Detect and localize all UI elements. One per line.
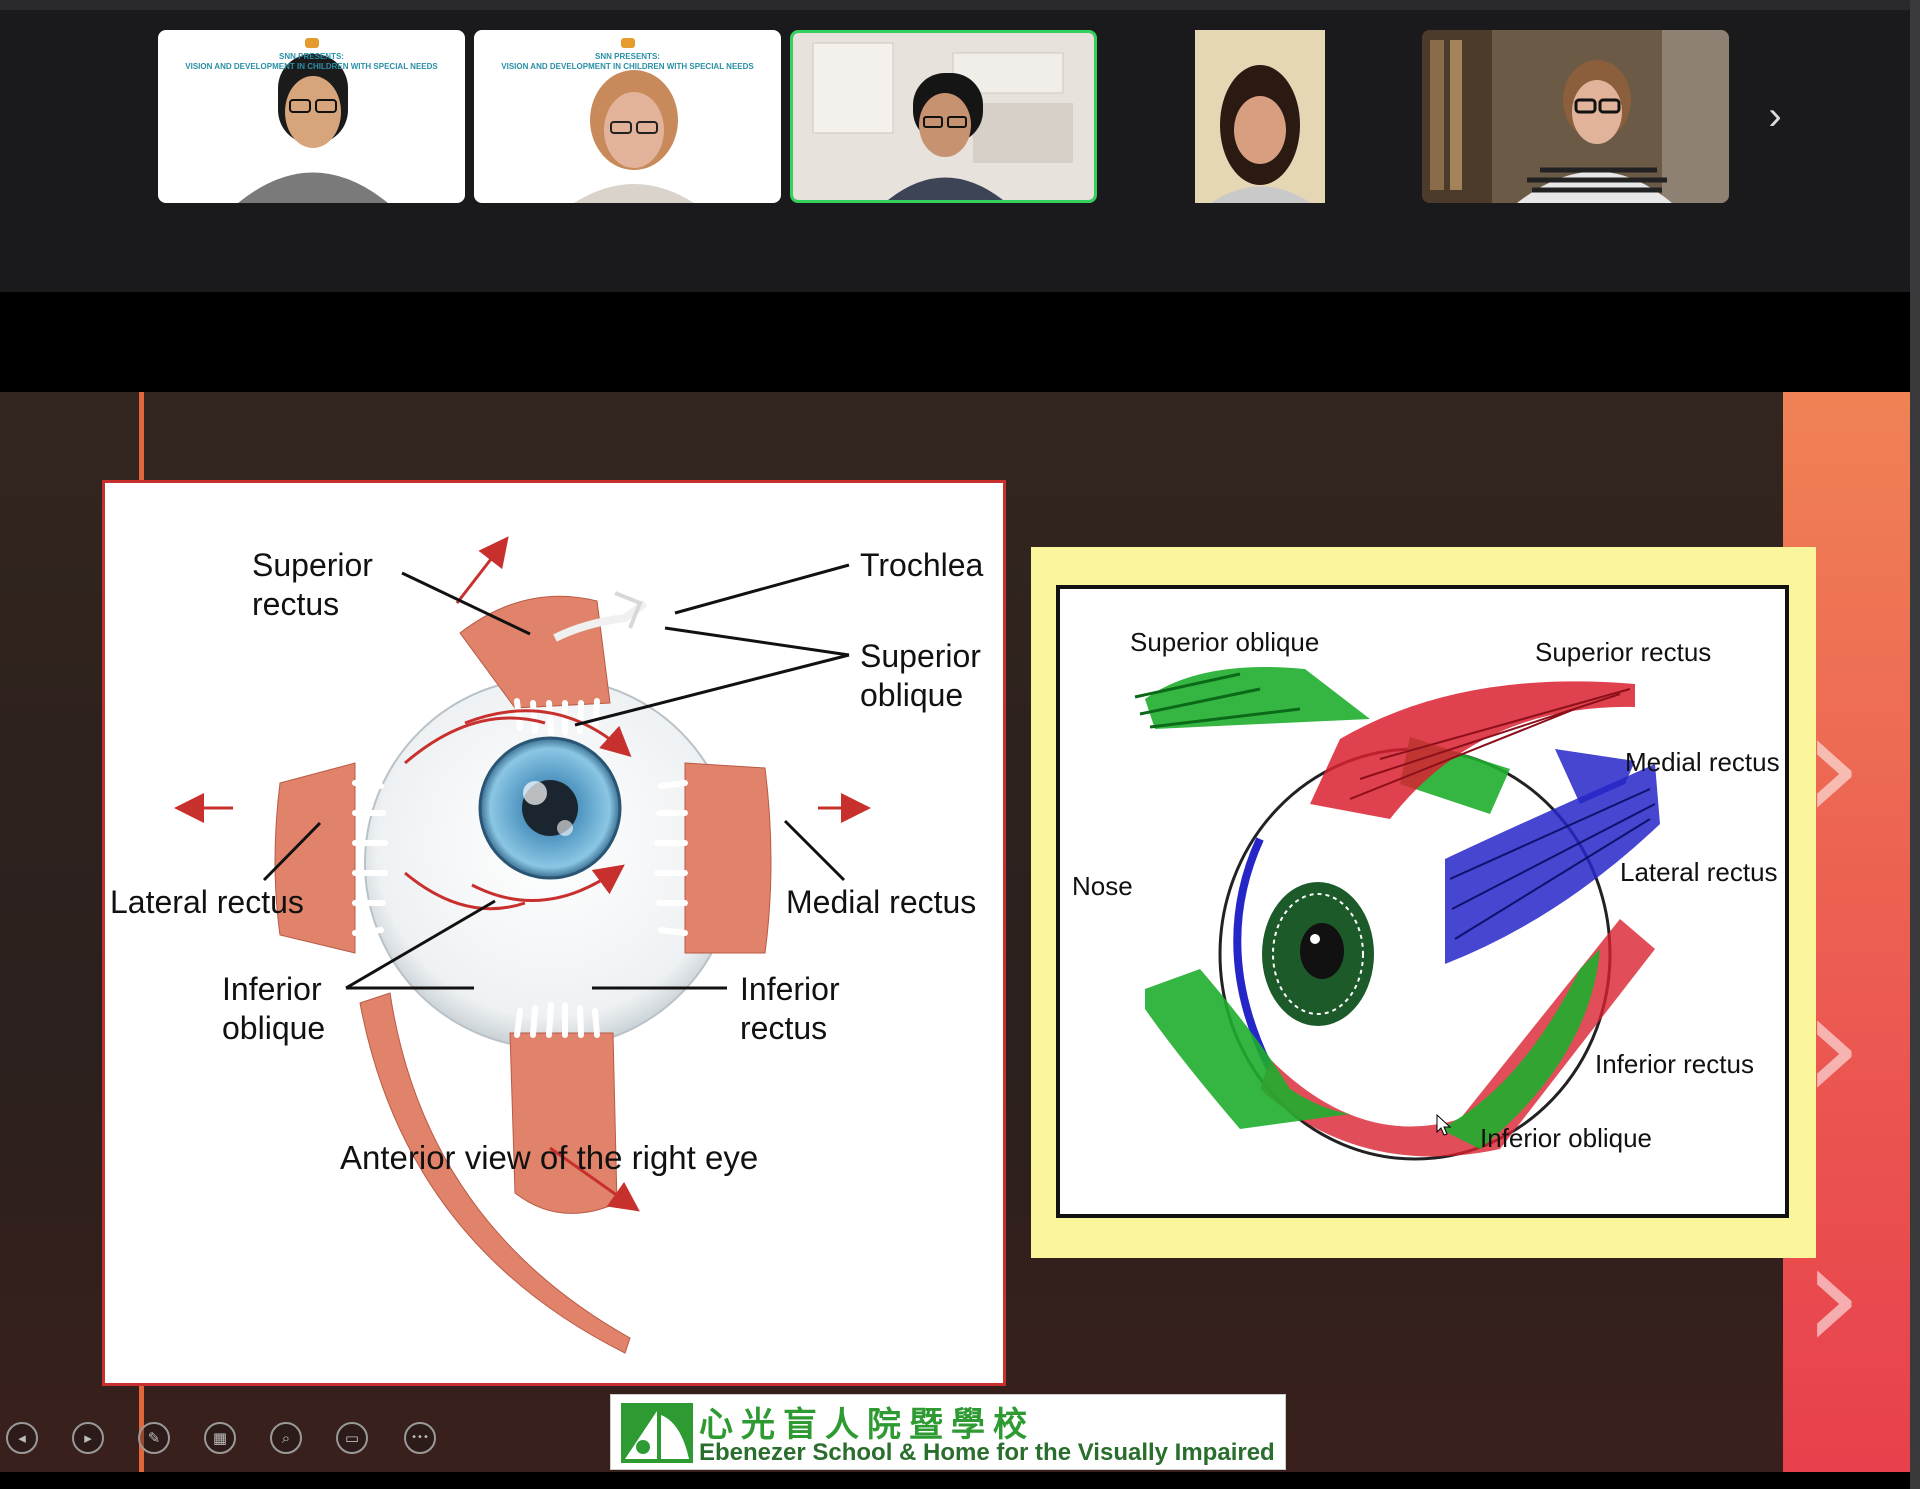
label-medial-rectus: Medial rectus <box>1625 747 1780 777</box>
label-superior-oblique: Superior <box>860 638 981 674</box>
banner-line-2: VISION AND DEVELOPMENT IN CHILDREN WITH … <box>501 62 754 71</box>
label-superior-oblique: oblique <box>860 677 963 713</box>
banner-line-1: SNN PRESENTS: <box>279 52 344 61</box>
label-inferior-rectus: Inferior rectus <box>1595 1049 1754 1079</box>
next-slide-button[interactable]: ▸ <box>72 1422 104 1454</box>
medial-rectus-muscle <box>684 762 772 954</box>
slide-banner-2: SNN PRESENTS: VISION AND DEVELOPMENT IN … <box>474 30 781 90</box>
mouse-cursor-icon <box>1436 1114 1452 1136</box>
label-medial-rectus: Medial rectus <box>786 884 976 920</box>
more-icon: ••• <box>411 1432 429 1443</box>
label-inferior-oblique: Inferior <box>222 971 322 1007</box>
participant-tile-5[interactable] <box>1422 30 1729 203</box>
gallery-top-line <box>0 0 1910 10</box>
pen-button[interactable]: ✎ <box>138 1422 170 1454</box>
gallery-next-page-button[interactable]: › <box>1760 95 1790 137</box>
figure-caption: Anterior view of the right eye <box>340 1139 758 1176</box>
banner-line-2: VISION AND DEVELOPMENT IN CHILDREN WITH … <box>185 62 438 71</box>
lateral-eye-diagram: Superior oblique Superior rectus Medial … <box>1056 585 1789 1218</box>
window-right-edge <box>1910 0 1920 1489</box>
anterior-eye-illustration: Superior rectus Trochlea Superior obliqu… <box>110 536 984 1354</box>
slides-icon: ▦ <box>212 1429 228 1447</box>
superior-rectus-muscle <box>459 595 611 709</box>
bottom-bar <box>0 1472 1910 1489</box>
participant-video-3 <box>793 33 1094 200</box>
label-lateral-rectus: Lateral rectus <box>110 884 304 920</box>
label-inferior-rectus: rectus <box>740 1010 827 1046</box>
subtitles-icon: ▭ <box>344 1429 360 1447</box>
snn-logo-icon <box>620 38 635 48</box>
chevron-right-icon: › <box>1768 94 1782 138</box>
label-superior-rectus: rectus <box>252 586 339 622</box>
magnifier-icon: ⌕ <box>281 1429 291 1447</box>
label-lateral-rectus: Lateral rectus <box>1620 857 1778 887</box>
previous-slide-button[interactable]: ◂ <box>6 1422 38 1454</box>
label-superior-rectus: Superior rectus <box>1535 637 1711 667</box>
lateral-eye-diagram-frame: Superior oblique Superior rectus Medial … <box>1031 547 1816 1258</box>
slides-button[interactable]: ▦ <box>204 1422 236 1454</box>
inferior-rectus-muscle <box>509 1032 618 1214</box>
participant-tile-2[interactable]: SNN PRESENTS: VISION AND DEVELOPMENT IN … <box>474 30 781 203</box>
participant-video-5 <box>1422 30 1729 203</box>
more-options-button[interactable]: ••• <box>404 1422 436 1454</box>
participant-video-1 <box>158 30 465 203</box>
school-name-chinese: 心光盲人院暨學校 <box>699 1405 1035 1445</box>
school-name-english: Ebenezer School & Home for the Visually … <box>699 1439 1275 1466</box>
participant-tile-1[interactable]: SNN PRESENTS: VISION AND DEVELOPMENT IN … <box>158 30 465 203</box>
slide-banner-1: SNN PRESENTS: VISION AND DEVELOPMENT IN … <box>158 30 465 90</box>
shared-screen-slide: › › › <box>0 392 1910 1472</box>
arrow-right-icon: ▸ <box>84 1429 92 1447</box>
participant-video-4 <box>1106 30 1413 203</box>
label-superior-oblique: Superior oblique <box>1130 627 1319 657</box>
pen-icon: ✎ <box>147 1429 161 1447</box>
banner-line-1: SNN PRESENTS: <box>595 52 660 61</box>
snn-logo-icon <box>304 38 319 48</box>
participant-tile-4[interactable] <box>1106 30 1413 203</box>
arrow-left-icon: ◂ <box>18 1429 26 1447</box>
label-inferior-oblique: Inferior oblique <box>1480 1123 1652 1153</box>
anterior-eye-diagram: Superior rectus Trochlea Superior obliqu… <box>102 480 1006 1386</box>
participant-video-2 <box>474 30 781 203</box>
school-emblem-icon <box>621 1403 693 1463</box>
label-superior-rectus: Superior <box>252 547 373 583</box>
participant-tile-3-active-speaker[interactable] <box>790 30 1097 203</box>
black-band <box>0 292 1910 392</box>
video-gallery: SNN PRESENTS: VISION AND DEVELOPMENT IN … <box>0 0 1910 292</box>
label-inferior-oblique: oblique <box>222 1010 325 1046</box>
label-inferior-rectus: Inferior <box>740 971 840 1007</box>
lateral-rectus-muscle <box>274 762 356 954</box>
zoom-button[interactable]: ⌕ <box>270 1422 302 1454</box>
label-nose: Nose <box>1072 871 1133 901</box>
label-trochlea: Trochlea <box>860 547 984 583</box>
school-logo: 心光盲人院暨學校 Ebenezer School & Home for the … <box>610 1394 1286 1470</box>
inferior-oblique-muscle <box>359 992 631 1354</box>
lateral-eye-sketch: Superior oblique Superior rectus Medial … <box>1072 627 1780 1161</box>
subtitles-button[interactable]: ▭ <box>336 1422 368 1454</box>
